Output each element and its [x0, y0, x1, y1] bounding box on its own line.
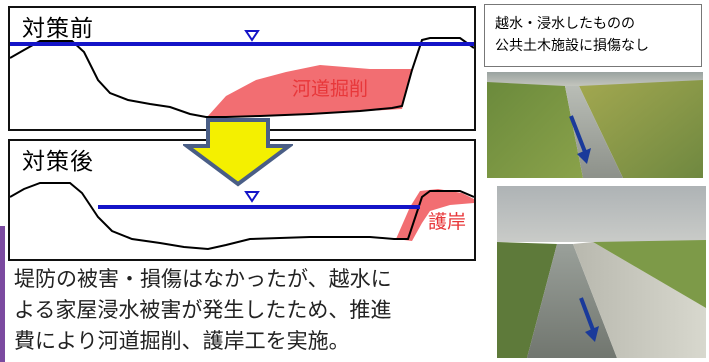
channel-after-image [497, 186, 706, 358]
photo-channel-before [487, 72, 703, 178]
summary-line-3: 費により河道掘削、護岸工を実施。 [14, 329, 350, 353]
accent-bar [0, 226, 5, 362]
after-ground-line [10, 182, 474, 251]
summary-line-2: よる家屋浸水被害が発生したため、推進 [14, 298, 392, 322]
summary-line-1: 堤防の被害・損傷はなかったが、越水に [14, 267, 392, 291]
photo-channel-after [497, 186, 706, 358]
before-panel: 対策前 河道掘削 [8, 6, 476, 131]
after-title: 対策後 [22, 149, 94, 175]
photo-caption: 越水・浸水したものの 公共土木施設に損傷なし [484, 4, 702, 67]
channel-before-image [487, 72, 703, 178]
revetment-area [396, 189, 474, 241]
down-arrow-icon [579, 297, 595, 331]
caption-line-2: 公共土木施設に損傷なし [495, 38, 649, 54]
excavation-label: 河道掘削 [292, 78, 369, 100]
before-title: 対策前 [22, 16, 94, 42]
before-cross-section [10, 30, 474, 118]
before-ground-line [10, 37, 474, 118]
revetment-label: 護岸 [428, 211, 467, 233]
big-down-arrow-icon [183, 118, 293, 187]
caption-line-1: 越水・浸水したものの [495, 16, 635, 32]
excavation-area [208, 65, 412, 116]
after-cross-section [10, 182, 474, 251]
triangle-down-icon [244, 30, 260, 42]
triangle-down-icon [244, 191, 260, 203]
summary-text: 堤防の被害・損傷はなかったが、越水に よる家屋浸水被害が発生したため、推進 費に… [14, 264, 476, 357]
down-arrow-icon [569, 115, 587, 153]
